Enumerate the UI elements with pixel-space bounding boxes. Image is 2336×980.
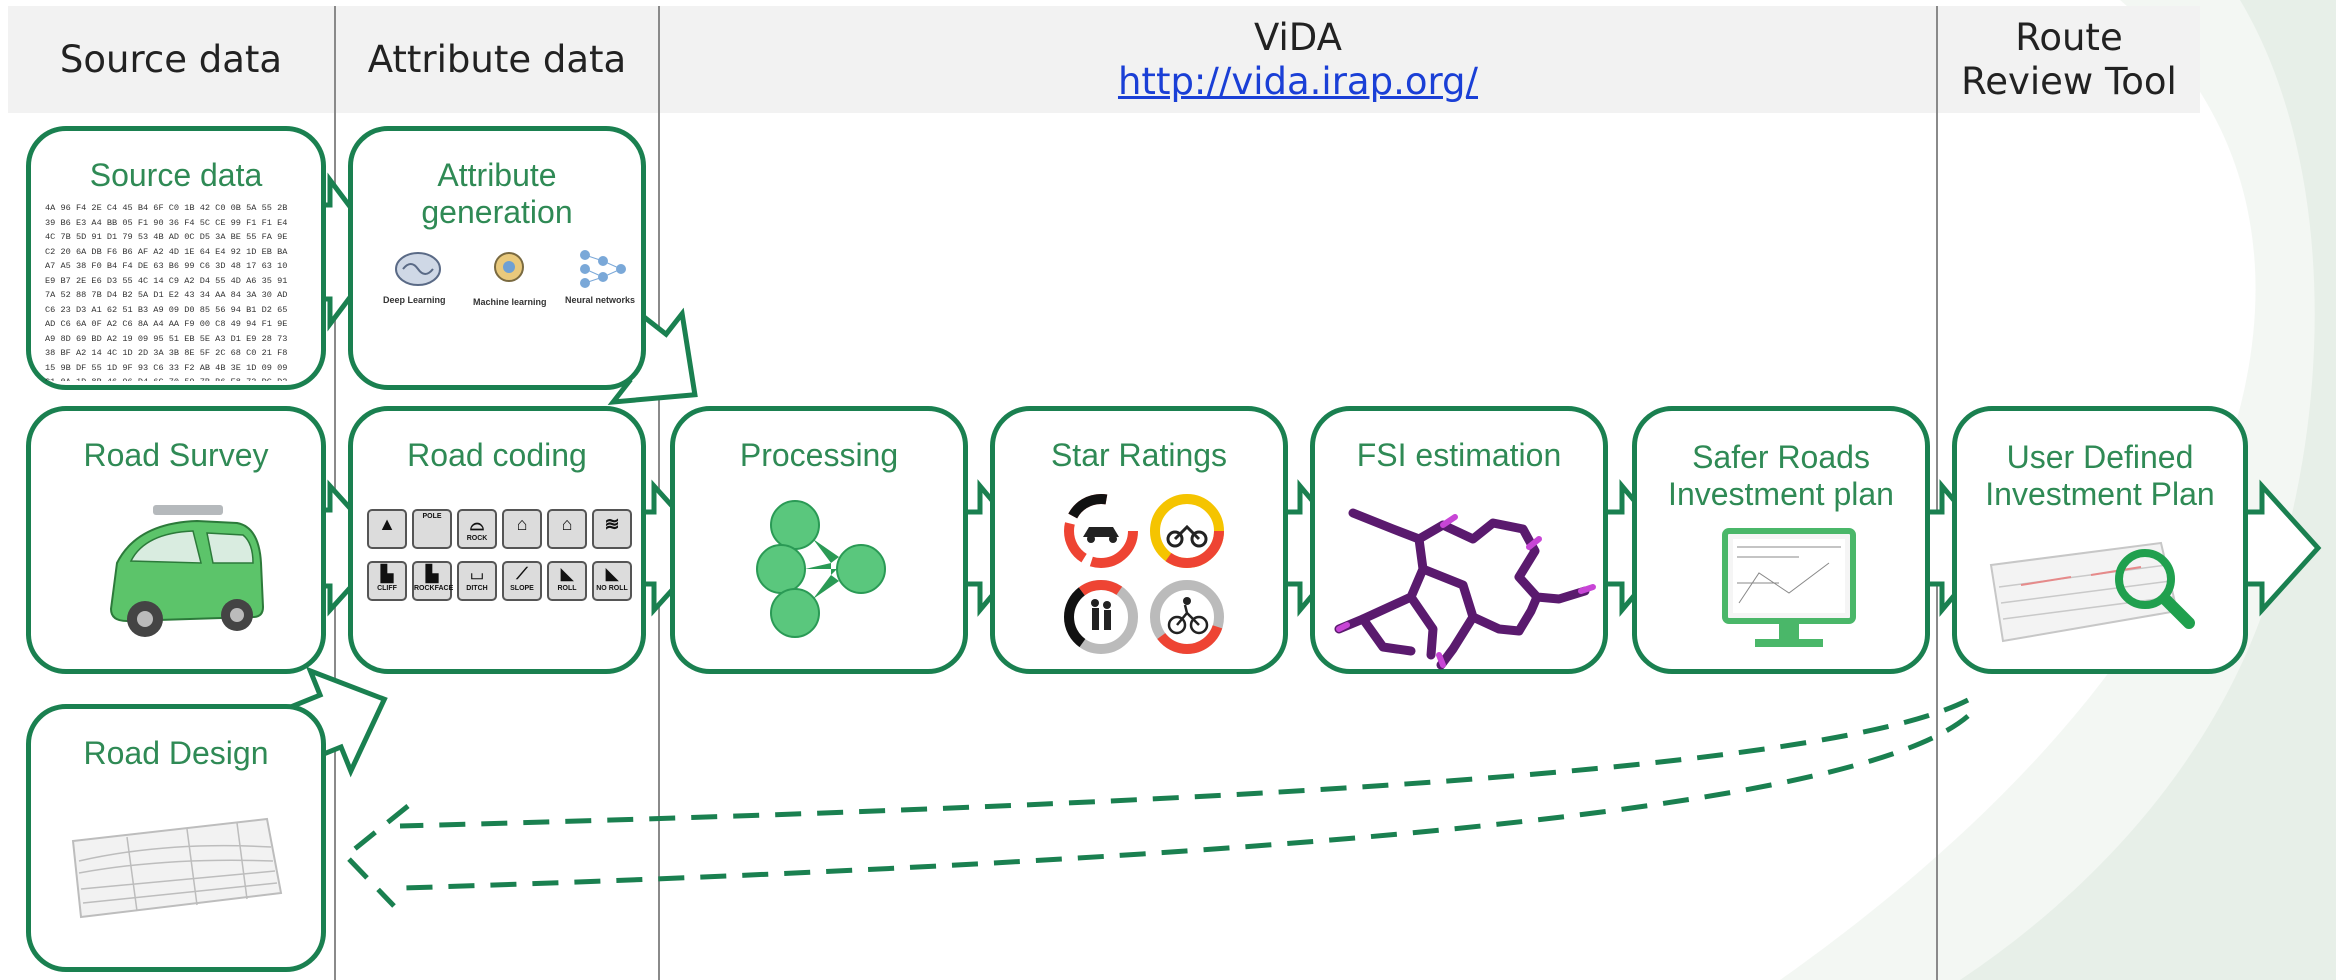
feedback-arrow-head [342,804,410,908]
box-source-data: Source data 4A 96 F4 2E C4 45 B4 6F C0 1… [26,126,326,390]
road-design-sheet-icon [71,817,283,919]
machine-learning-label: Machine learning [473,297,547,307]
box-processing-title: Processing [739,437,899,473]
deep-learning-label: Deep Learning [383,295,446,305]
road-coding-tile-rock-icon: ⌓ROCK [457,509,497,549]
tile-label: NO ROLL [596,585,628,592]
column-divider-3 [1936,6,1938,980]
tile-label: SLOPE [510,585,534,592]
header-vida-title: ViDA [1254,15,1342,59]
header-attribute-data: Attribute data [336,6,658,113]
machine-learning-icon [494,252,524,282]
neural-networks-label: Neural networks [565,295,636,305]
box-road-coding: Road coding ▲POLE⌓ROCK⌂⌂≋▙CLIFF▙ROCKFACE… [348,406,646,674]
hex-line: A9 8D 69 BD A2 19 09 95 51 EB 5E A3 D1 E… [45,333,288,344]
road-coding-tiles: ▲POLE⌓ROCK⌂⌂≋▙CLIFF▙ROCKFACE⌴DITCH⟋SLOPE… [367,509,637,613]
survey-van-icon [109,505,265,637]
tile-label: ROCK [466,535,488,542]
header-source-label: Source data [59,37,283,81]
box-star-ratings: Star Ratings [990,406,1288,674]
arrow-user-out [2241,479,2322,617]
hex-line: A7 A5 38 F0 B4 F4 DE 63 B6 99 C6 3D 48 1… [45,261,288,271]
road-coding-tile-water-icon: ≋ [592,509,632,549]
box-attribute-generation-title: Attribute generation [421,157,573,231]
hex-line: 7A 52 88 7B D4 B2 5A D1 E2 43 34 AA 84 3… [45,290,288,300]
hex-line: AD C6 6A 0F A2 C6 8A A4 AA F9 00 C8 49 9… [45,319,288,329]
box-star-ratings-title: Star Ratings [1050,437,1228,473]
road-coding-tile-no-roll-icon: ◣NO ROLL [592,561,632,601]
box-user-defined: User Defined Investment Plan [1952,406,2248,674]
box-road-coding-title: Road coding [407,437,587,473]
header-route-review-label: Route Review Tool [1961,15,2177,103]
processing-merge-icon [756,500,886,638]
magnifier-icon [2115,549,2195,629]
road-coding-tile-building-icon: ⌂ [502,509,542,549]
road-coding-tile-rockface-icon: ▙ROCKFACE [412,561,454,601]
hex-line: E9 B7 2E E6 D3 55 4C 14 C9 A2 D4 55 4D A… [45,275,288,286]
box-attribute-generation: Attribute generation Deep Learning Machi… [348,126,646,390]
road-coding-tile-roll-icon: ◣ROLL [547,561,587,601]
box-safer-roads-title: Safer Roads Investment plan [1668,439,1894,513]
road-coding-tile-ditch-icon: ⌴DITCH [457,561,497,601]
box-road-design-title: Road Design [83,735,269,771]
tile-label: DITCH [466,585,488,592]
neural-networks-icon [580,250,626,288]
hex-line: C6 23 D3 A1 62 51 B3 A9 09 D0 85 56 94 B… [45,304,288,315]
feedback-arrow-upper [399,697,1970,829]
box-processing: Processing [670,406,968,674]
box-road-design: Road Design [26,704,326,972]
box-user-defined-title: User Defined Investment Plan [1985,439,2215,513]
star-rating-pedestrian-icon [1064,580,1138,654]
road-coding-tile-pole-icon: POLE [412,509,452,549]
tile-label: ROLL [557,585,577,592]
tile-label: POLE [422,513,442,520]
road-coding-tile-cliff-icon: ▙CLIFF [367,561,407,601]
hex-line: 4C 7B 5D 91 D1 79 53 4B AD 0C D5 3A BE 5… [45,232,288,242]
tile-label: CLIFF [377,585,397,592]
hex-line: C1 0A 1D 8B 46 96 D4 6C 70 59 7B B6 E8 7… [45,375,307,381]
header-route-review: Route Review Tool [1938,6,2200,113]
box-fsi-estimation: FSI estimation [1310,406,1608,674]
star-rating-bicycle-icon [1150,580,1224,654]
hex-line: 15 9B DF 55 1D 9F 93 C6 33 F2 AB 4B 3E 1… [45,362,288,373]
hex-line: 39 B6 E3 A4 BB 05 F1 90 36 F4 5C CE 99 F… [45,217,288,228]
vida-link[interactable]: http://vida.irap.org/ [1117,59,1478,103]
hex-line: 4A 96 F4 2E C4 45 B4 6F C0 1B 42 C0 0B 5… [45,203,288,213]
box-road-survey: Road Survey [26,406,326,674]
header-attribute-label: Attribute data [367,37,627,81]
box-road-survey-title: Road Survey [83,437,269,473]
box-source-data-title: Source data [89,157,263,193]
deep-learning-icon [395,252,441,286]
hex-dump: 4A 96 F4 2E C4 45 B4 6F C0 1B 42 C0 0B 5… [45,201,307,381]
header-vida: ViDA http://vida.irap.org/ [660,6,1936,113]
road-coding-tile-slope-icon: ⟋SLOPE [502,561,542,601]
feedback-arrow-lower [403,714,1970,891]
hex-line: C2 20 6A DB F6 B6 AF A2 4D 1E 64 E4 92 1… [45,246,288,257]
tile-label: ROCKFACE [414,585,454,592]
road-coding-tile-house-icon: ⌂ [547,509,587,549]
box-fsi-estimation-title: FSI estimation [1356,437,1562,473]
fsi-road-network-map [1334,508,1596,670]
monitor-dashboard-icon [1722,528,1856,647]
header-source-data: Source data [8,6,334,113]
star-rating-car-icon [1064,494,1138,568]
star-rating-motorcycle-icon [1150,494,1224,568]
box-safer-roads: Safer Roads Investment plan [1632,406,1930,674]
road-coding-tile-tree-icon: ▲ [367,509,407,549]
hex-line: 38 BF A2 14 4C 1D 2D 3A 3B 8E 5F 2C 68 C… [45,348,288,358]
